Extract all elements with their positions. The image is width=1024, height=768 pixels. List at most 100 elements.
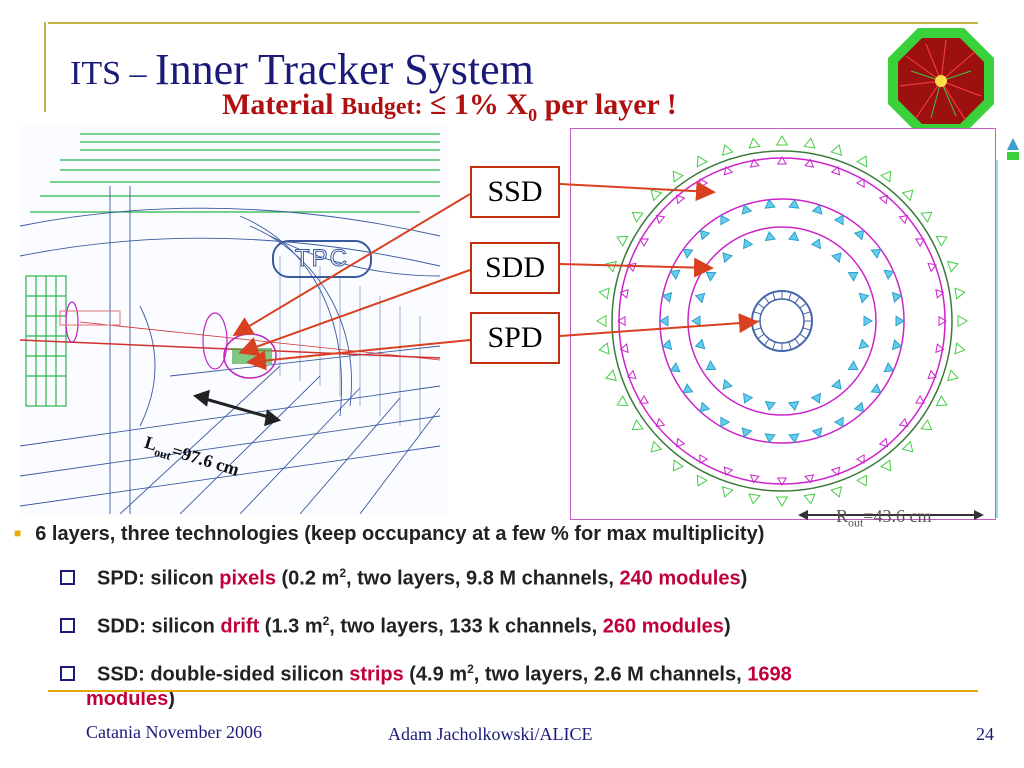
detector-module (788, 198, 800, 209)
sdd-sup: 2 (322, 614, 330, 628)
ssd-label-box: SSD (470, 166, 560, 218)
detector-module (787, 400, 800, 412)
detector-module (898, 417, 909, 428)
detector-module (855, 178, 865, 189)
detector-module (720, 214, 731, 226)
pixel-stave (794, 296, 801, 304)
detector-module (682, 248, 694, 259)
detector-module (723, 165, 734, 176)
detector-module (870, 383, 882, 394)
page-number: 24 (976, 724, 994, 744)
detector-module (720, 416, 731, 428)
detector-ring (611, 150, 953, 492)
detector-module (616, 235, 629, 247)
detector-module (776, 156, 788, 165)
detector-module (699, 453, 709, 464)
detector-module (831, 252, 842, 264)
detector-module (596, 314, 607, 328)
detector-module (694, 338, 706, 350)
detector-module (938, 315, 947, 327)
bullet-ssd-continued: modules) (86, 688, 175, 711)
sdd-text-d: ) (723, 615, 731, 638)
detector-module (775, 496, 789, 507)
detector-module (878, 194, 889, 205)
pixel-stave (794, 338, 801, 346)
detector-module (878, 437, 889, 448)
subtitle-part-c: ≤ 1% X (422, 88, 529, 121)
detector-module (721, 485, 734, 498)
rout-value: =43.6 cm (863, 506, 932, 526)
detector-module (749, 158, 760, 168)
detector-module (880, 459, 892, 472)
detector-module (619, 343, 629, 354)
ssd-text-b: (4.9 m (403, 663, 468, 686)
bottom-rule (48, 690, 978, 692)
detector-module (927, 262, 938, 273)
ssd-highlight-modules: modules (86, 688, 169, 710)
spd-label-box: SPD (470, 312, 560, 364)
detector-module (856, 474, 868, 487)
detector-module (856, 155, 868, 168)
detector-module (764, 433, 776, 444)
detector-module (870, 248, 882, 259)
ssd-text-a: SSD: double-sided silicon (97, 663, 350, 686)
detector-module (764, 400, 777, 412)
detector-module (914, 394, 925, 404)
rout-subscript: out (848, 515, 864, 530)
detector-module (723, 466, 734, 477)
detector-module (764, 198, 776, 209)
detector-module (650, 189, 663, 202)
ssd-highlight-strips: strips (349, 663, 404, 686)
detector-module (696, 155, 708, 168)
detector-module (655, 214, 666, 225)
detector-module (705, 360, 717, 371)
pixel-stave (799, 333, 807, 340)
subtitle-part-a: Material (222, 88, 342, 121)
detector-module (883, 269, 895, 281)
detector-module (954, 342, 966, 355)
detector-module (682, 383, 694, 394)
detector-module (675, 194, 686, 205)
detector-module (847, 360, 859, 371)
tpc-label: TPC (272, 240, 372, 278)
detector-module (721, 144, 734, 157)
pixel-stave (753, 311, 762, 315)
sdd-text-a: SDD: silicon (97, 615, 221, 638)
detector-module (742, 238, 754, 250)
detector-module (669, 269, 681, 281)
detector-module (691, 315, 701, 327)
sdd-text-c: , two layers, 133 k channels, (329, 615, 603, 638)
detector-module (775, 135, 789, 146)
detector-module (694, 292, 706, 304)
detector-module (631, 419, 644, 431)
detector-module (804, 158, 815, 168)
spd-highlight-pixels: pixels (219, 567, 276, 590)
subtitle-part-b: Budget: (341, 94, 423, 120)
pixel-stave (802, 327, 811, 331)
detector-module (803, 493, 816, 505)
bullet-sdd: SDD: silicon drift (1.3 m2, two layers, … (60, 614, 731, 639)
spd-text-a: SPD: silicon (97, 567, 220, 590)
pixel-stave (757, 302, 765, 309)
detector-module (650, 440, 663, 453)
detector-module (811, 204, 823, 215)
detector-module (830, 485, 843, 498)
detector-module (748, 137, 761, 149)
detector-module (741, 204, 753, 215)
detector-module (891, 291, 903, 303)
detector-module (853, 229, 865, 241)
detector-module (619, 288, 629, 299)
detector-module (935, 288, 945, 299)
pixel-stave (763, 338, 770, 346)
right-edge-line (996, 160, 998, 518)
detector-module (787, 230, 800, 242)
detector-module (803, 137, 816, 149)
sdd-label-box: SDD (470, 242, 560, 294)
detector-module (946, 369, 959, 382)
ssd-sup: 2 (467, 662, 474, 676)
spd-highlight-modules: 240 modules (619, 567, 741, 590)
detector-module (617, 315, 626, 327)
detector-module (699, 401, 711, 413)
detector-module (764, 230, 777, 242)
